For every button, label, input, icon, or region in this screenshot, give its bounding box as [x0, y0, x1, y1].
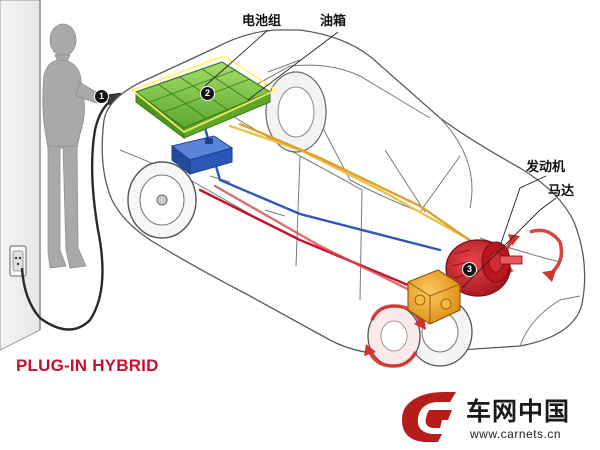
label-fuel-tank: 油箱 — [320, 14, 347, 29]
badge-1: 1 — [94, 89, 109, 104]
front-wheel-left — [127, 161, 197, 239]
energy-lines — [198, 122, 480, 302]
engine — [445, 239, 523, 297]
brand-name: 车网中国 — [466, 397, 571, 426]
motor — [407, 269, 461, 325]
leader-lines — [204, 29, 557, 289]
badge-3: 3 — [462, 262, 477, 277]
rotation-arrowhead-icon — [364, 234, 556, 356]
label-engine: 发动机 — [526, 160, 566, 175]
label-battery-pack: 电池组 — [242, 14, 282, 29]
rear-wheel — [265, 71, 327, 153]
fuel-tank — [170, 135, 234, 176]
diagram-title: PLUG-IN HYBRID — [16, 356, 159, 375]
brand-url: www.carnets.cn — [470, 427, 562, 441]
wall — [0, 0, 41, 351]
charging-cable — [20, 99, 113, 331]
label-motor: 马达 — [548, 184, 575, 199]
carnets-logo-icon — [402, 392, 456, 442]
badge-2: 2 — [200, 86, 215, 101]
wall-outlet-icon — [9, 245, 27, 277]
drive-wheel-front — [367, 305, 421, 367]
